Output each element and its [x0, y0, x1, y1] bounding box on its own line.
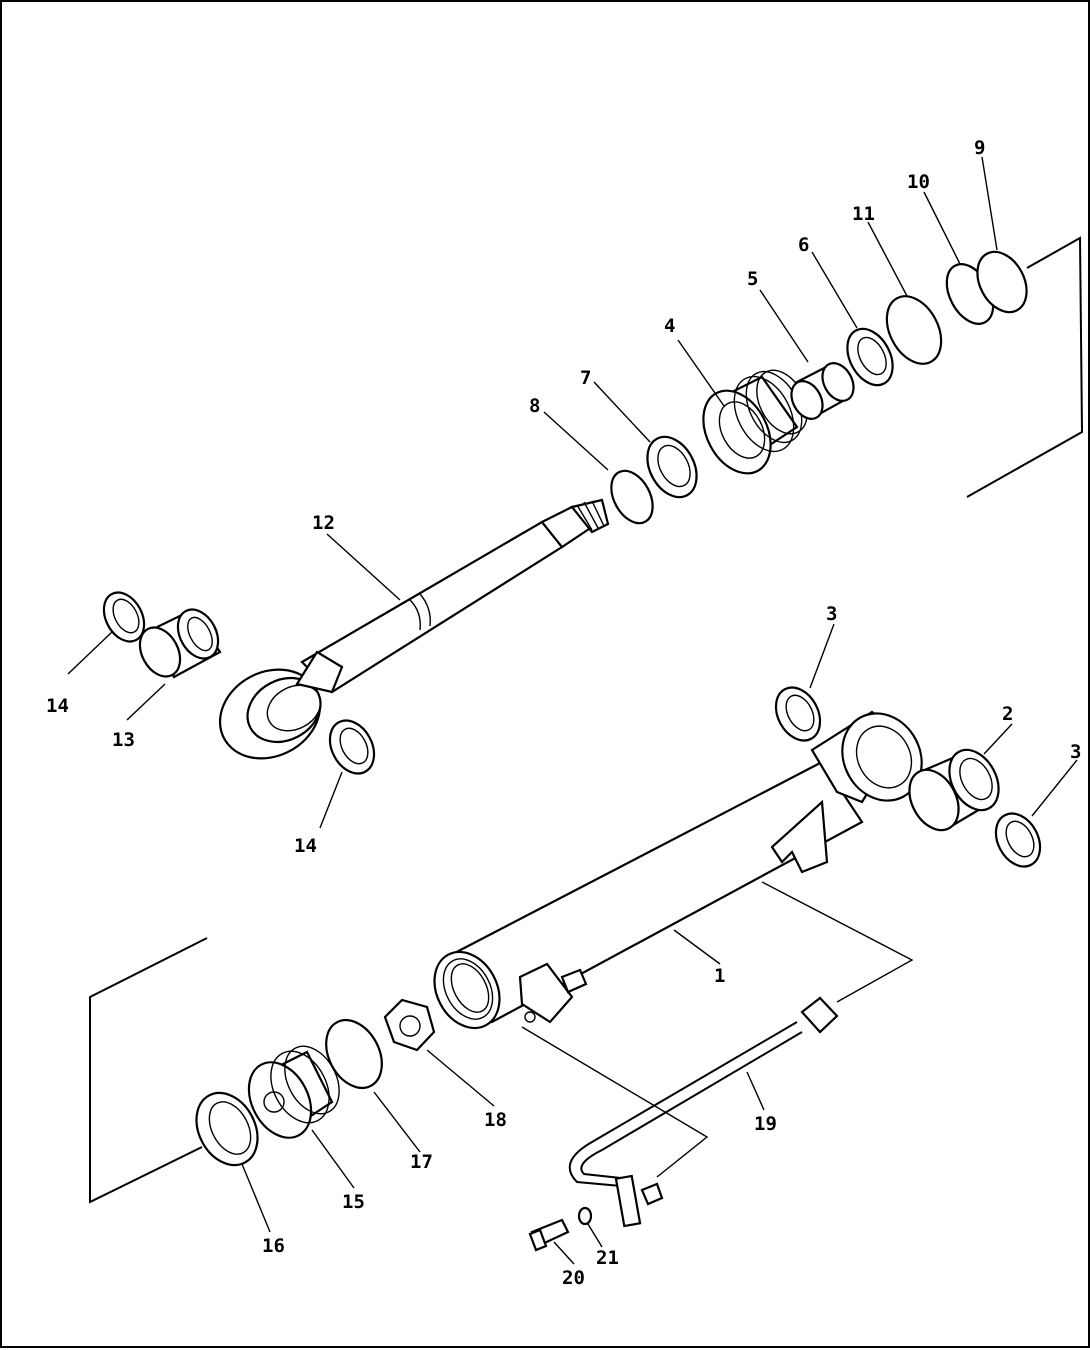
callout-16: 16 — [262, 1235, 285, 1257]
bushing-5 — [790, 362, 855, 420]
seal-3-lower — [994, 812, 1042, 868]
washer-21 — [577, 1206, 593, 1226]
guide-bracket-left — [89, 937, 208, 1204]
bolt-20 — [528, 1218, 570, 1252]
pipe-19 — [568, 996, 839, 1228]
piston-rod — [218, 498, 610, 760]
nut-18 — [383, 998, 436, 1052]
seal-3-upper — [774, 686, 822, 742]
callout-19: 19 — [754, 1113, 777, 1135]
callout-9: 9 — [974, 137, 985, 159]
callout-3-upper: 3 — [826, 603, 837, 625]
callout-5: 5 — [747, 268, 758, 290]
callout-14-upper: 14 — [46, 695, 69, 717]
callout-labels: 1 2 3 3 4 5 6 7 8 9 10 11 12 13 14 14 15… — [46, 137, 1081, 1289]
seal-16 — [195, 1091, 259, 1167]
guide-line-19 — [761, 881, 914, 1003]
seal-6 — [846, 327, 894, 387]
callout-3-lower: 3 — [1070, 741, 1081, 763]
o-ring-9 — [976, 250, 1028, 314]
callout-20: 20 — [562, 1267, 585, 1289]
seal-14-lower — [328, 719, 376, 775]
guide-bracket-right — [966, 236, 1084, 498]
callout-7: 7 — [580, 367, 591, 389]
seal-7 — [646, 435, 698, 499]
callout-15: 15 — [342, 1191, 365, 1213]
cylinder-head-4 — [702, 369, 808, 475]
o-ring-11 — [885, 295, 943, 365]
callout-2: 2 — [1002, 703, 1013, 725]
callout-21: 21 — [596, 1247, 619, 1269]
cylinder-tube — [433, 710, 923, 1030]
callout-14-lower: 14 — [294, 835, 317, 857]
piston-15 — [247, 1045, 340, 1139]
callout-8: 8 — [529, 395, 540, 417]
retaining-ring-8 — [610, 469, 654, 525]
callout-18: 18 — [484, 1109, 507, 1131]
callout-17: 17 — [410, 1151, 433, 1173]
callout-4: 4 — [664, 315, 675, 337]
callout-1: 1 — [714, 965, 725, 987]
callout-12: 12 — [312, 512, 335, 534]
callout-6: 6 — [798, 234, 809, 256]
callout-10: 10 — [907, 171, 930, 193]
callout-13: 13 — [112, 729, 135, 751]
bushing-13 — [138, 608, 222, 679]
callout-11: 11 — [852, 203, 875, 225]
seal-14-upper — [102, 591, 146, 643]
guide-line-20 — [521, 1026, 709, 1178]
leader-lines — [67, 156, 1078, 1265]
bushing-2 — [908, 748, 1000, 832]
